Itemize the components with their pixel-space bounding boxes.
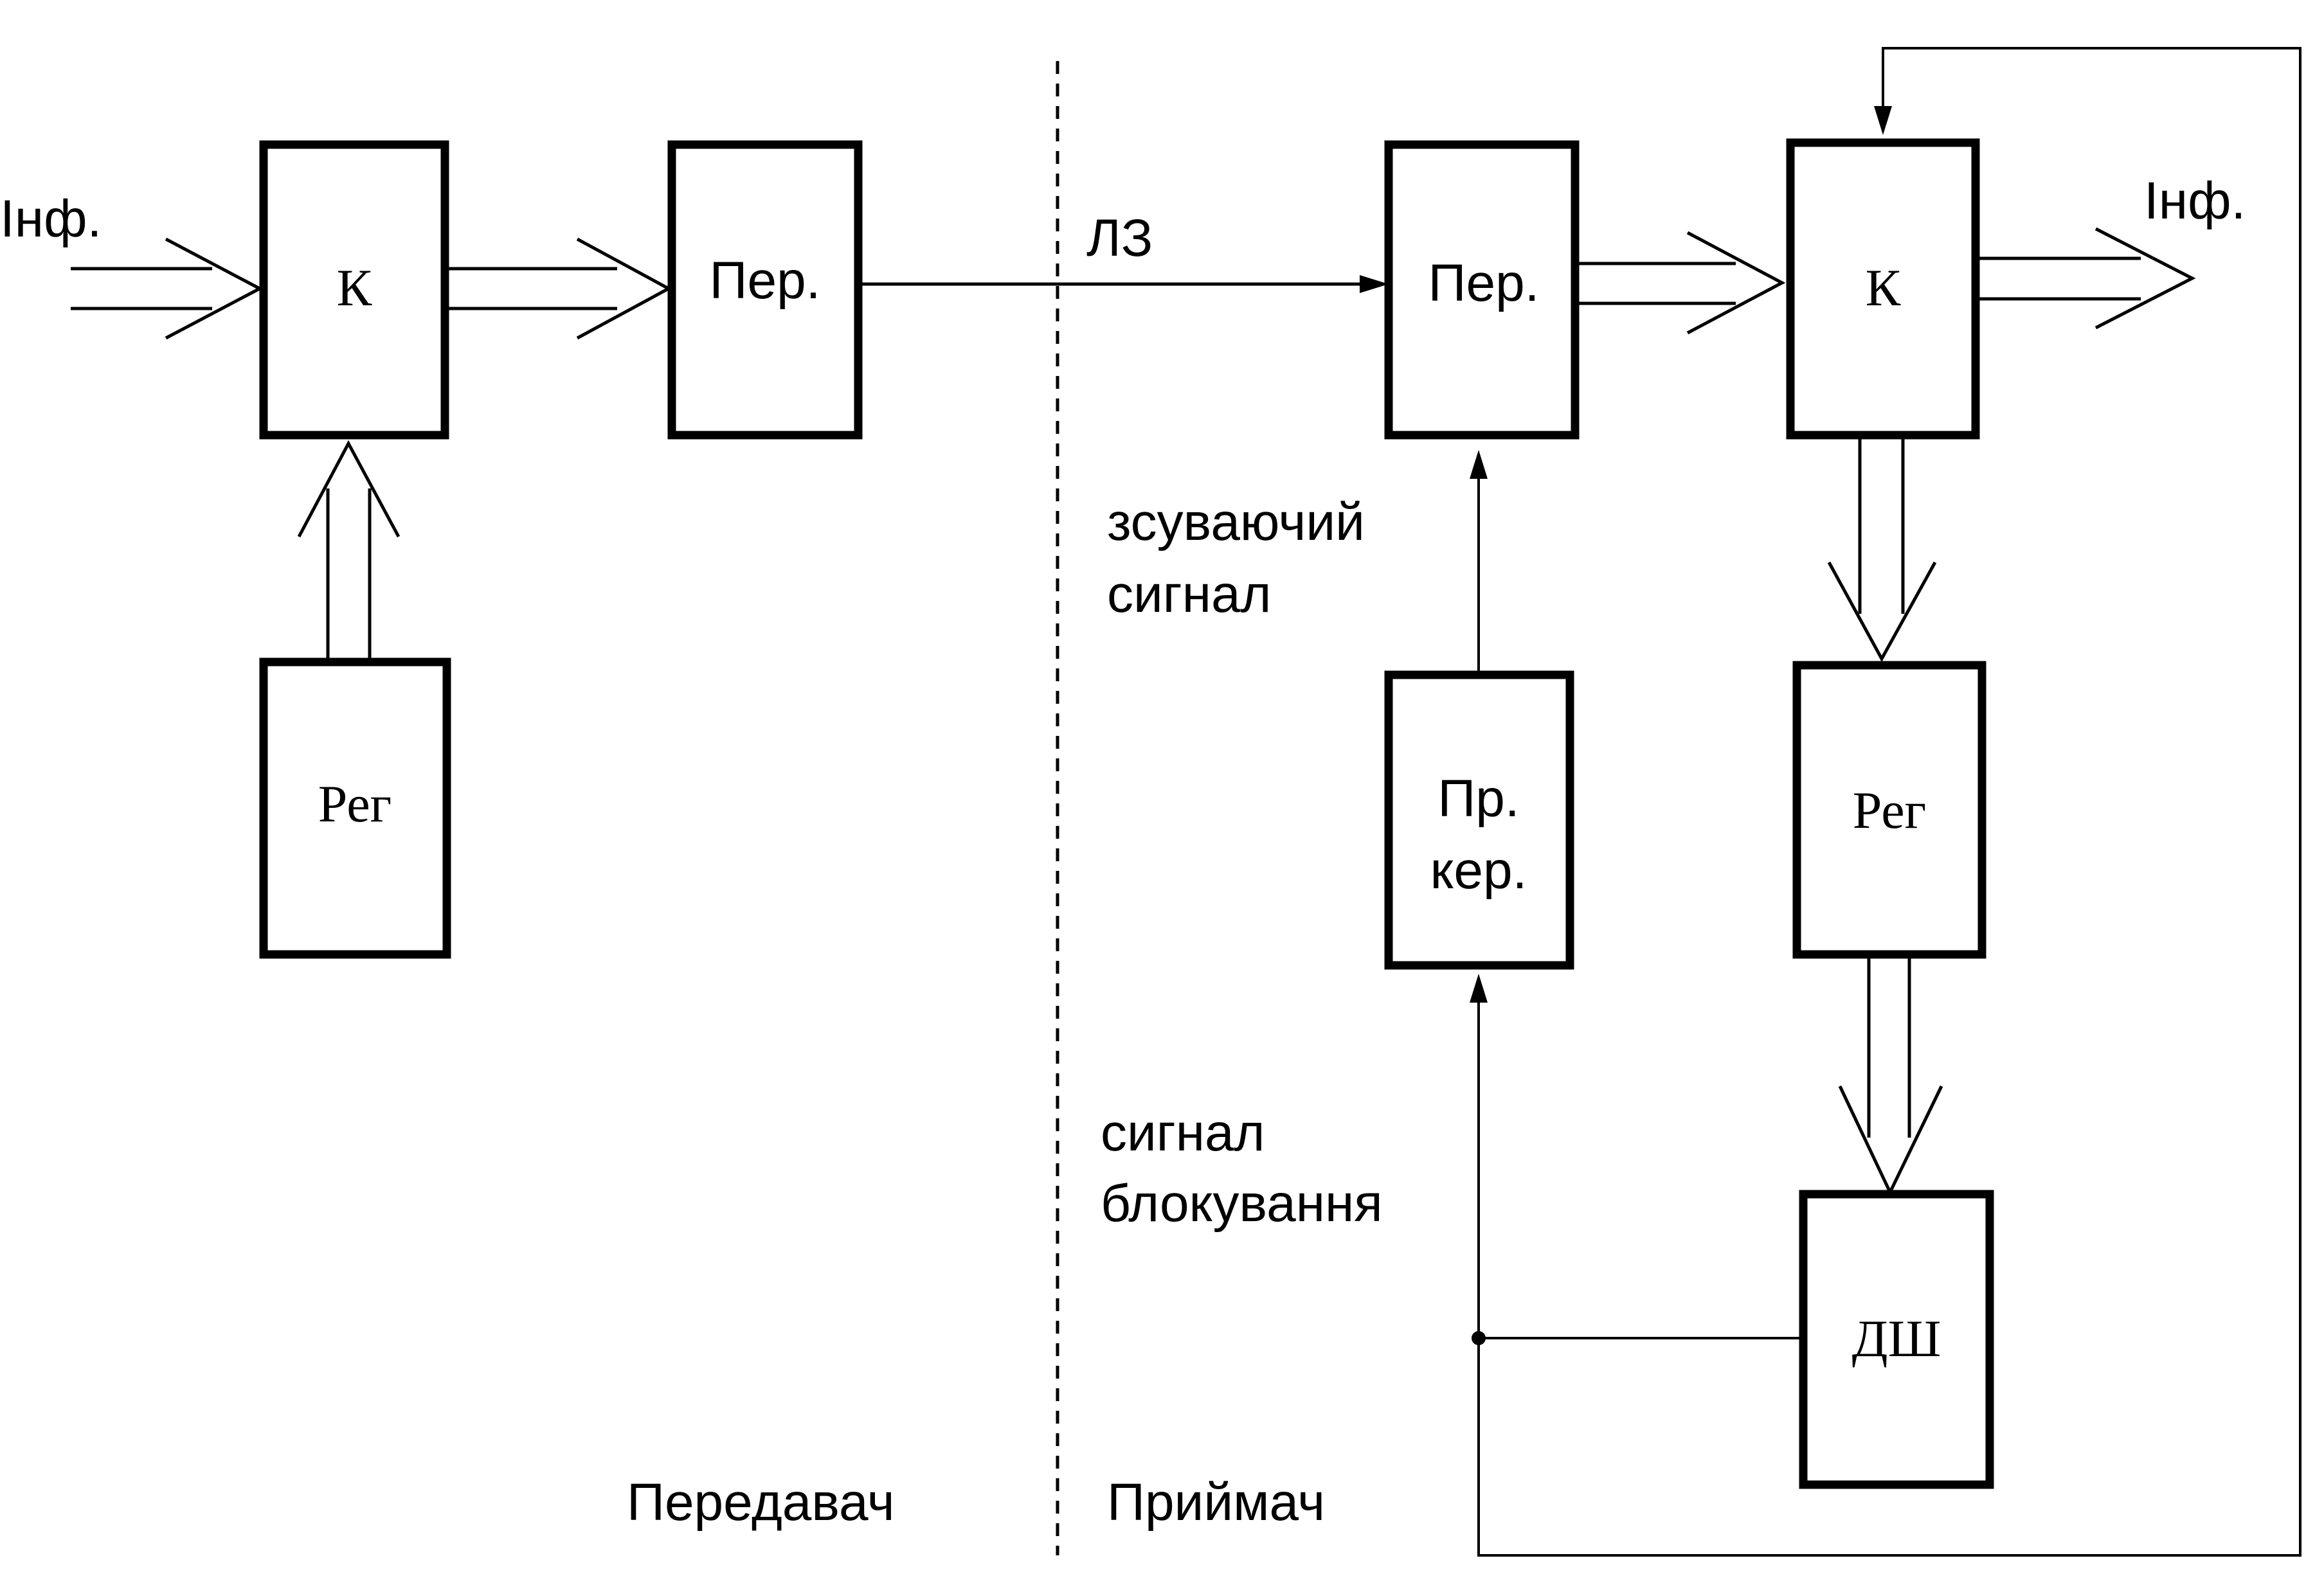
tx-register-label: Рег [318,774,392,833]
rx-receiver-to-decoder-arrow [1579,231,1786,335]
tx-coder-label: К [337,258,372,317]
tx-input-bus-arrow [71,237,264,340]
tx-transmitter-label: Пер. [710,251,821,310]
rx-syndrome-decoder-block [1799,1190,1994,1489]
rx-decoder-to-register-arrow [1827,439,1937,663]
rx-decoder-label: К [1866,258,1901,317]
block-signal-label-line1: сигнал [1101,1104,1265,1162]
shift-signal-label-line2: сигнал [1107,565,1271,623]
rx-output-bus-arrow [1979,227,2196,330]
tx-coder-to-transmitter-arrow [449,237,672,340]
rx-control-block [1384,670,1574,970]
rx-register-block [1792,661,1986,959]
rx-decoder-block [1786,138,1980,440]
rx-syndrome-decoder-label: ДШ [1852,1309,1941,1368]
tx-input-label: Інф. [0,190,102,248]
rx-receiver-label: Пер. [1428,254,1540,312]
shift-signal-arrow [1470,450,1488,671]
link-label: ЛЗ [1086,209,1153,267]
tx-coder-block [259,140,449,440]
rx-output-label: Інф. [2144,172,2246,230]
block-signal-label-line2: блокування [1101,1174,1383,1233]
rx-control-label-line1: Пр. [1437,769,1519,828]
rx-register-to-syndrome-arrow [1838,958,1943,1196]
rx-receiver-block [1384,140,1580,440]
tx-transmitter-block [667,140,863,440]
receiver-label: Приймач [1107,1473,1325,1532]
rx-register-label: Рег [1853,781,1927,839]
transmitter-label: Передавач [627,1473,895,1532]
tx-register-block [259,657,451,959]
rx-control-label-line2: кер. [1430,841,1527,900]
blocking-signal-path [1470,974,1799,1345]
communication-line [862,275,1389,293]
shift-signal-label-line1: зсуваючий [1107,493,1365,551]
feedback-loop-path [1477,47,2301,1557]
tx-register-to-coder-arrow [297,440,401,659]
